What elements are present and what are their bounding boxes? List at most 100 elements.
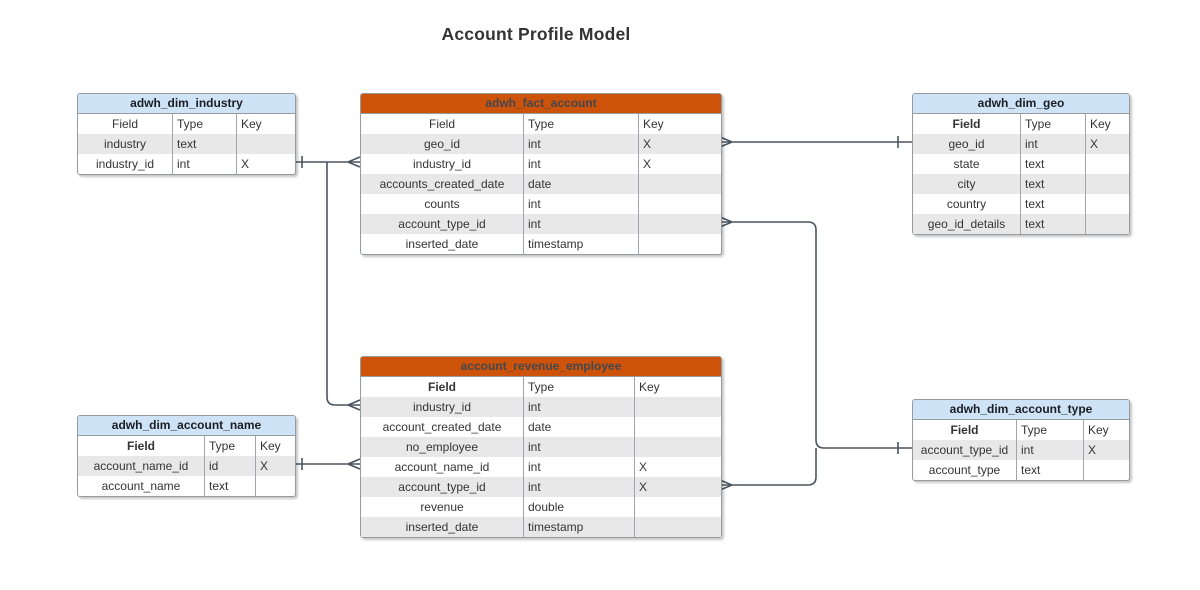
cell-key — [634, 437, 721, 457]
table-row: geo_id_details text — [913, 214, 1129, 234]
table-row: inserted_date timestamp — [361, 517, 721, 537]
cell-type: int — [523, 154, 638, 174]
table-row: industry text — [78, 134, 295, 154]
cell-key: X — [1083, 440, 1129, 460]
page-title: Account Profile Model — [441, 24, 631, 44]
cell-type: timestamp — [523, 234, 638, 254]
table-title: adwh_dim_industry — [78, 94, 295, 114]
cell-type: int — [1020, 134, 1085, 154]
table-row: inserted_date timestamp — [361, 234, 721, 254]
table-adwh-dim-geo[interactable]: adwh_dim_geo Field Type Key geo_id int X… — [912, 93, 1130, 235]
cell-field: account_name — [101, 479, 181, 493]
cell-type: text — [204, 476, 255, 496]
table-row: country text — [913, 194, 1129, 214]
cell-field: account_type_id — [398, 217, 486, 231]
cell-type: int — [1016, 440, 1083, 460]
cell-key — [1085, 154, 1129, 174]
col-header-key: Key — [638, 114, 721, 134]
table-row: account_type_id int X — [913, 440, 1129, 460]
table-row: no_employee int — [361, 437, 721, 457]
cell-key — [1085, 174, 1129, 194]
cell-key — [1085, 194, 1129, 214]
cell-field: account_created_date — [382, 420, 502, 434]
col-header-field: Field — [126, 439, 155, 453]
table-row: account_name_id id X — [78, 456, 295, 476]
cell-type: int — [523, 194, 638, 214]
cell-type: date — [523, 174, 638, 194]
col-header-type: Type — [172, 114, 236, 134]
table-row: accounts_created_date date — [361, 174, 721, 194]
cell-key: X — [255, 456, 295, 476]
col-header-type: Type — [523, 377, 634, 397]
cell-type: int — [523, 397, 634, 417]
table-row: industry_id int X — [361, 154, 721, 174]
cell-key — [638, 174, 721, 194]
col-header-field: Field — [111, 117, 138, 131]
cell-key: X — [634, 457, 721, 477]
cell-key — [634, 497, 721, 517]
cell-key — [236, 134, 295, 154]
cell-field: counts — [424, 197, 460, 211]
edge-industry-revenue — [326, 162, 361, 411]
table-row: counts int — [361, 194, 721, 214]
col-header-field: Field — [950, 423, 979, 437]
edge-geo-fact — [719, 136, 912, 148]
table-adwh-dim-account-type[interactable]: adwh_dim_account_type Field Type Key acc… — [912, 399, 1130, 481]
cell-type: text — [1020, 174, 1085, 194]
table-row: account_type_id int X — [361, 477, 721, 497]
cell-key — [634, 397, 721, 417]
table-row: account_created_date date — [361, 417, 721, 437]
edge-accounttype-revenue — [719, 448, 817, 491]
cell-field: industry_id — [412, 400, 472, 414]
table-row: account_name text — [78, 476, 295, 496]
table-row: state text — [913, 154, 1129, 174]
cell-key — [638, 214, 721, 234]
cell-type: date — [523, 417, 634, 437]
cell-field: inserted_date — [405, 237, 479, 251]
cell-field: inserted_date — [405, 520, 479, 534]
cell-field: revenue — [420, 500, 464, 514]
table-row: industry_id int — [361, 397, 721, 417]
col-header-key: Key — [1085, 114, 1129, 134]
cell-field: accounts_created_date — [379, 177, 505, 191]
cell-field: account_name_id — [93, 459, 189, 473]
table-account-revenue-employee[interactable]: account_revenue_employee Field Type Key … — [360, 356, 722, 538]
cell-type: int — [523, 457, 634, 477]
table-row: geo_id int X — [361, 134, 721, 154]
table-row: revenue double — [361, 497, 721, 517]
col-header-type: Type — [204, 436, 255, 456]
cell-type: text — [1020, 154, 1085, 174]
table-row: account_type_id int — [361, 214, 721, 234]
col-header-key: Key — [634, 377, 721, 397]
table-row: account_name_id int X — [361, 457, 721, 477]
cell-field: account_type_id — [920, 443, 1009, 457]
cell-key: X — [638, 134, 721, 154]
col-header-field: Field — [428, 117, 455, 131]
table-adwh-dim-industry[interactable]: adwh_dim_industry Field Type Key industr… — [77, 93, 296, 175]
cell-type: text — [1016, 460, 1083, 480]
cell-field: geo_id_details — [927, 217, 1006, 231]
cell-type: text — [172, 134, 236, 154]
cell-key — [1085, 214, 1129, 234]
cell-key — [638, 234, 721, 254]
cell-key — [634, 517, 721, 537]
table-row: industry_id int X — [78, 154, 295, 174]
cell-key — [255, 476, 295, 496]
cell-key: X — [1085, 134, 1129, 154]
cell-key — [638, 194, 721, 214]
cell-field: country — [946, 197, 987, 211]
cell-key: X — [236, 154, 295, 174]
cell-field: industry_id — [95, 157, 155, 171]
col-header-key: Key — [255, 436, 295, 456]
table-adwh-dim-account-name[interactable]: adwh_dim_account_name Field Type Key acc… — [77, 415, 296, 497]
table-row: city text — [913, 174, 1129, 194]
table-adwh-fact-account[interactable]: adwh_fact_account Field Type Key geo_id … — [360, 93, 722, 255]
col-header-field: Field — [427, 380, 456, 394]
col-header-type: Type — [523, 114, 638, 134]
cell-field: geo_id — [423, 137, 461, 151]
cell-type: int — [172, 154, 236, 174]
table-row: geo_id int X — [913, 134, 1129, 154]
cell-key: X — [634, 477, 721, 497]
cell-type: text — [1020, 194, 1085, 214]
